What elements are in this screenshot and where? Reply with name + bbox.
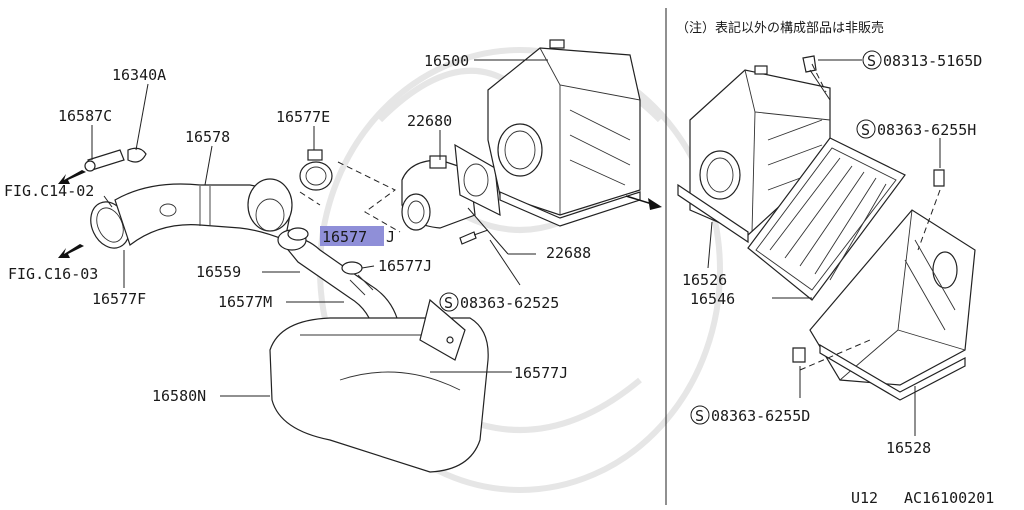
label-16577m[interactable]: 16577M bbox=[218, 293, 272, 311]
part-08363-6255d-bolt[interactable] bbox=[792, 347, 806, 363]
highlight-16577j bbox=[320, 226, 384, 246]
label-16577e[interactable]: 16577E bbox=[276, 108, 330, 126]
label-22680[interactable]: 22680 bbox=[407, 112, 452, 130]
label-08363-6255h[interactable]: 08363-6255H bbox=[877, 121, 976, 139]
label-16526[interactable]: 16526 bbox=[682, 271, 727, 289]
part-16340a-clip[interactable] bbox=[127, 147, 147, 163]
part-16587c-pipe[interactable] bbox=[84, 149, 125, 172]
label-16528[interactable]: 16528 bbox=[886, 439, 931, 457]
label-16500[interactable]: 16500 bbox=[424, 52, 469, 70]
label-16577j-b[interactable]: 16577J bbox=[378, 257, 432, 275]
part-22688-gasket[interactable] bbox=[454, 143, 501, 217]
part-22680-mass-air-flow-meter[interactable] bbox=[401, 155, 476, 231]
part-16577j-clamp-a[interactable] bbox=[287, 227, 309, 241]
label-08313-5165d[interactable]: 08313-5165D bbox=[883, 52, 982, 70]
part-16578-duct[interactable] bbox=[114, 178, 293, 246]
label-08363-6255d[interactable]: 08363-6255D bbox=[711, 407, 810, 425]
arrow-fig-c14-02 bbox=[58, 170, 86, 184]
s-mark-letter: S bbox=[861, 121, 870, 139]
part-16577j-clamp-b[interactable] bbox=[341, 261, 363, 275]
s-mark-letter: S bbox=[867, 52, 876, 70]
part-16500-air-cleaner-upper[interactable] bbox=[487, 39, 641, 227]
part-16546-filter-element[interactable] bbox=[747, 137, 906, 301]
label-16577f[interactable]: 16577F bbox=[92, 290, 146, 308]
s-mark-08363-6255h: S bbox=[856, 119, 876, 139]
label-16340a[interactable]: 16340A bbox=[112, 66, 166, 84]
arrow-to-breakdown bbox=[625, 195, 662, 210]
label-fig-c14-02[interactable]: FIG.C14-02 bbox=[4, 182, 94, 200]
label-16546[interactable]: 16546 bbox=[690, 290, 735, 308]
label-16559[interactable]: 16559 bbox=[196, 263, 241, 281]
footer-code: AC16100201 bbox=[904, 489, 994, 507]
part-08363-62525-bolt[interactable] bbox=[459, 229, 489, 245]
part-08363-6255h-bolt[interactable] bbox=[933, 169, 945, 187]
label-16587c[interactable]: 16587C bbox=[58, 107, 112, 125]
label-22688[interactable]: 22688 bbox=[546, 244, 591, 262]
label-16577j-c[interactable]: 16577J bbox=[514, 364, 568, 382]
label-fig-c16-03[interactable]: FIG.C16-03 bbox=[8, 265, 98, 283]
s-mark-08313-5165d: S bbox=[862, 50, 882, 70]
label-08363-62525[interactable]: 08363-62525 bbox=[460, 294, 559, 312]
note-text: （注）表記以外の構成部品は非販売 bbox=[676, 20, 884, 36]
s-mark-letter: S bbox=[444, 294, 453, 312]
s-mark-08363-6255d: S bbox=[690, 405, 710, 425]
part-16528-lower-case[interactable] bbox=[809, 209, 976, 401]
s-mark-letter: S bbox=[695, 407, 704, 425]
label-16578[interactable]: 16578 bbox=[185, 128, 230, 146]
part-16577e-clamp[interactable] bbox=[299, 149, 333, 191]
footer-model: U12 bbox=[851, 489, 878, 507]
arrow-fig-c16-03 bbox=[58, 244, 84, 258]
label-16577j-highlighted-suffix[interactable]: J bbox=[386, 228, 395, 246]
label-16577j-highlighted[interactable]: 16577 bbox=[322, 228, 367, 246]
part-08313-5165d-screw[interactable] bbox=[802, 55, 831, 101]
label-16580n[interactable]: 16580N bbox=[152, 387, 206, 405]
part-16580n-resonator[interactable] bbox=[269, 298, 489, 473]
s-mark-08363-62525: S bbox=[439, 292, 459, 312]
